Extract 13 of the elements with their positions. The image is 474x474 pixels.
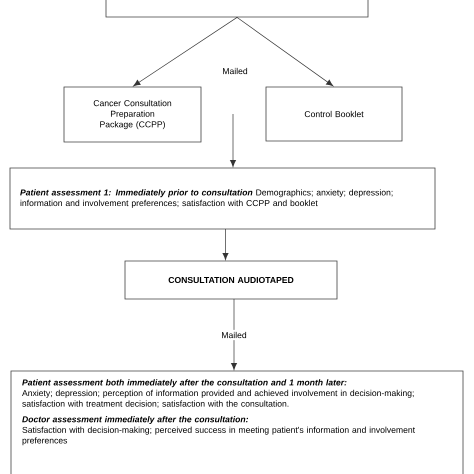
arrow (222, 228, 228, 260)
arrow (236, 17, 334, 86)
process-box (106, 0, 368, 18)
process-box: CONSULTATION AUDIOTAPED (124, 260, 338, 300)
note-text: Mailed (223, 68, 248, 74)
arrow (230, 114, 236, 168)
assessment-box: Patient assessment 1: Immediately prior to consultation Demographics; anxiety; depression; information and involvement preferences; satisfaction with CCPP and booklet (10, 168, 436, 230)
process-box: Cancer Consultation Preparation Package (CCPP) (64, 86, 202, 142)
arrow (133, 17, 238, 86)
process-box: Control Booklet (266, 86, 402, 142)
arrow (231, 298, 237, 370)
edge-label: Mailed (222, 332, 246, 338)
assessment-box: Patient assessment both immediately after the consultation and 1 month later: Anxiety; depression; perception of information provided and achieved involvement in decision-making; satisfaction with treatment decision; satisfaction with the consultation. Doctor assessment immediately after the consultation: Satisfaction with decision-making; perceived success in meeting patient's information and involvement preferences (10, 370, 464, 474)
